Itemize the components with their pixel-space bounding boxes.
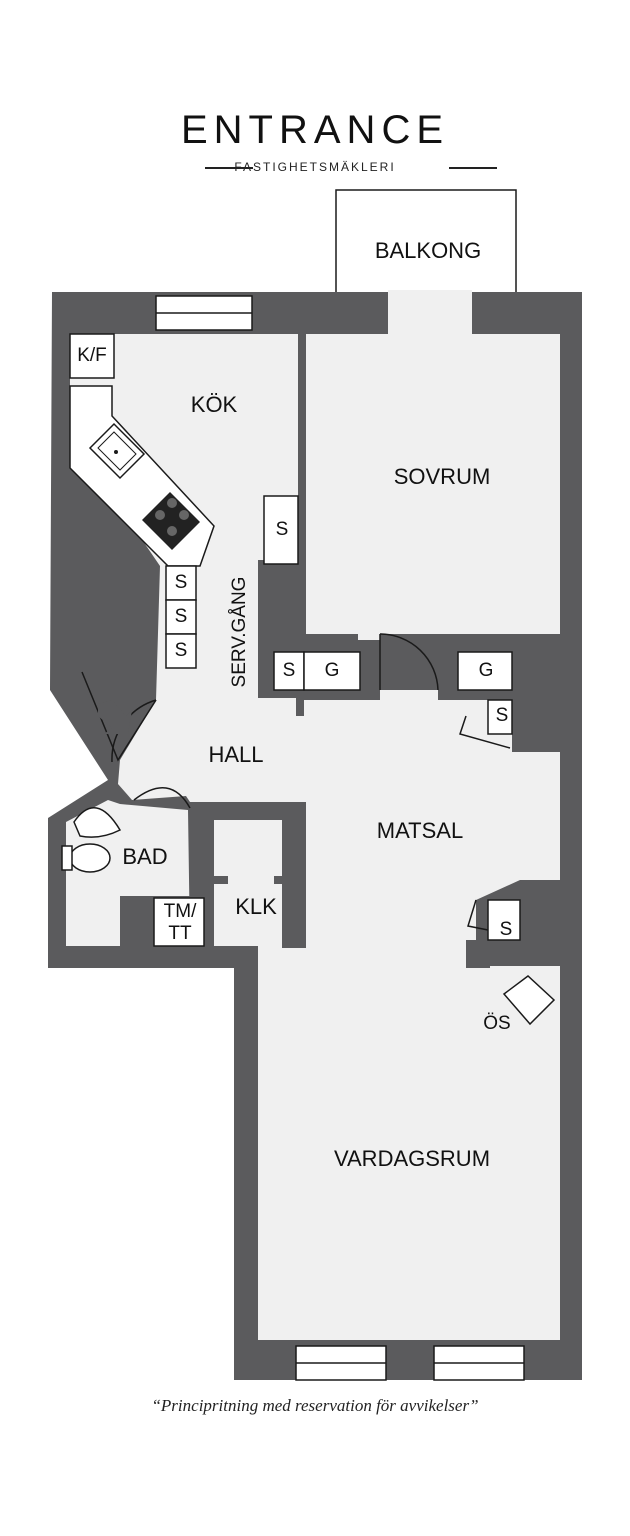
label-vardagsrum: VARDAGSRUM [334,1146,490,1171]
sink-icon [88,422,146,480]
label-matsal: MATSAL [377,818,463,843]
label-hall: HALL [208,742,263,767]
brand-name: ENTRANCE [180,108,450,152]
label-closet-s: S [500,919,513,940]
windows [155,295,525,1381]
label-closet-s: S [175,640,188,661]
bathroom-fixtures [61,807,122,873]
label-closet-s: S [283,660,296,681]
label-bad: BAD [122,844,167,869]
label-tm: TM/ [164,901,197,922]
brand-tagline: FASTIGHETSMÄKLERI [234,160,396,174]
brand-rule-left [205,167,253,169]
label-closet-s: S [276,519,289,540]
label-closet-g: G [479,660,494,681]
closets [69,333,521,947]
label-kok: KÖK [191,392,238,417]
label-closet-s: S [496,705,509,726]
label-sovrum: SOVRUM [394,464,491,489]
entrance-arrow-icon [98,700,132,734]
label-closet-s: S [175,606,188,627]
label-serv-gang: SERV.GÅNG [229,577,250,688]
brand-rule-right [449,167,497,169]
label-os: ÖS [483,1013,510,1034]
label-klk: KLK [235,894,277,919]
label-closet-g: G [325,660,340,681]
label-balkong: BALKONG [375,238,481,263]
brand-logo: ENTRANCE FASTIGHETSMÄKLERI [0,108,630,178]
balcony-door-opening [388,290,472,334]
stove-icon [142,492,200,550]
label-kf: K/F [77,345,107,366]
label-closet-s: S [175,572,188,593]
disclaimer: “Principritning med reservation för avvi… [151,1396,479,1415]
label-tt: TT [168,923,192,944]
